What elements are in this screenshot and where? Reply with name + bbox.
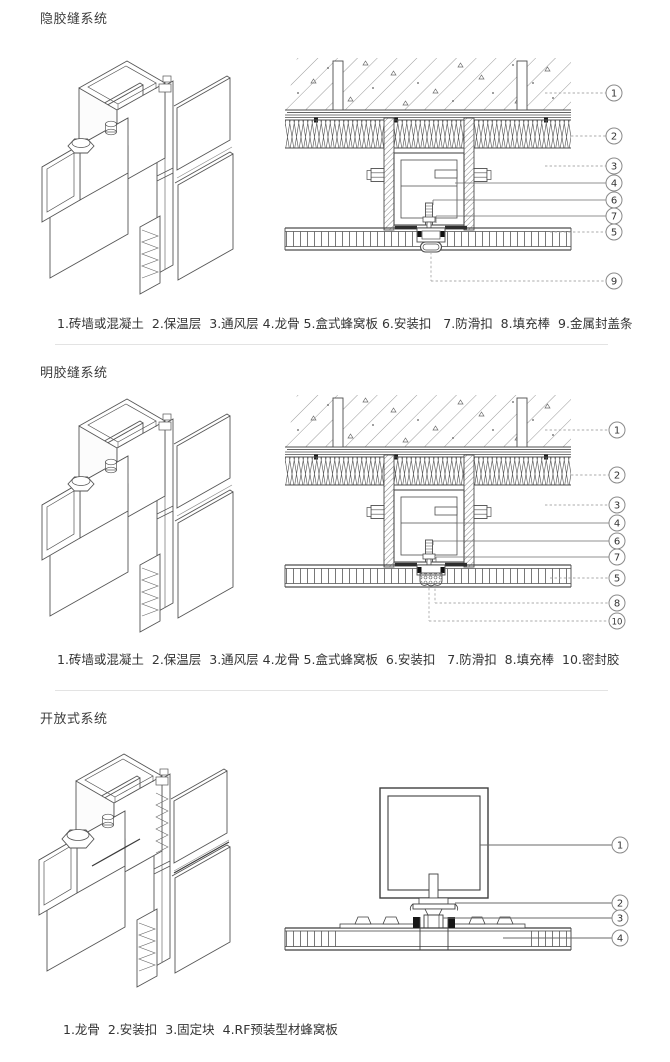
callout-number: 5 [614,574,620,585]
callout-number: 9 [611,277,617,288]
honeycomb-panel [285,231,417,247]
center-bolt [422,202,436,231]
hanger-bracket [463,117,475,231]
anchor-post [332,60,344,111]
fixing-block [423,914,444,929]
side-bolts [366,505,492,519]
honeycomb-panel [525,931,571,947]
callout-number: 4 [611,179,617,190]
callout-number: 4 [614,519,620,530]
leader-lines [428,429,609,622]
callout-number: 2 [614,471,620,482]
insulation-layer [285,457,571,485]
detail-drawing-exposed-seam: 1 2 3 4 6 7 5 8 10 [284,395,626,630]
side-bolts [366,168,492,182]
callout-number: 2 [611,132,617,143]
hanger-bracket [463,454,475,568]
hanger-bracket [383,117,395,231]
isometric-drawing-open-system [38,753,231,988]
callout-number: 2 [617,899,623,910]
callout-number: 3 [617,914,623,925]
anchor-post [516,60,528,111]
leader-lines [432,522,609,562]
leader-lines [443,844,612,939]
callout-number: 7 [611,212,617,223]
leader-lines [432,182,606,223]
legend-open-system: 1.龙骨 2.安装扣 3.固定块 4.RF预装型材蜂窝板 [63,1022,338,1037]
panel-edge-profile [339,916,526,950]
section-title-exposed-seam: 明胶缝系统 [40,366,108,381]
detail-drawing-open-system: 1 2 3 4 [284,787,629,951]
callout-number: 5 [611,228,617,239]
legend-exposed-seam: 1.砖墙或混凝土 2.保温层 3.通风层 4.龙骨 5.盒式蜂窝板 6.安装扣 … [57,652,620,667]
mounting-clip [409,897,459,916]
section-title-hidden-seam: 隐胶缝系统 [40,12,108,27]
section-title-open-system: 开放式系统 [40,712,108,727]
honeycomb-panel [445,231,571,247]
isometric-drawing-exposed-seam [41,398,234,633]
callout-number: 1 [611,89,617,100]
isometric-drawing-hidden-seam [41,60,234,295]
section-divider [55,344,608,345]
leader-lines [430,92,606,282]
callout-number: 3 [611,162,617,173]
callouts: 1 2 3 4 6 7 5 8 10 [608,421,626,630]
callout-number: 1 [617,841,623,852]
legend-hidden-seam: 1.砖墙或混凝土 2.保温层 3.通风层 4.龙骨 5.盒式蜂窝板 6.安装扣 … [57,316,633,331]
callout-number: 7 [614,553,620,564]
callout-number: 6 [614,537,620,548]
honeycomb-panel [445,568,571,584]
callout-number: 4 [617,934,623,945]
sealant-joint [419,572,443,587]
metal-cover-strip [419,241,443,253]
callout-number: 8 [614,599,620,610]
insulation-layer [285,120,571,148]
callout-number: 6 [611,196,617,207]
honeycomb-panel [285,568,417,584]
honeycomb-panel [285,931,340,947]
callouts: 1 2 3 4 6 7 5 9 [605,84,623,290]
section-divider [55,690,608,691]
anchor-post [332,397,344,448]
detail-drawing-hidden-seam: 1 2 3 4 6 7 5 9 [284,58,623,290]
callout-number: 10 [612,618,623,628]
callouts: 1 2 3 4 [611,836,629,947]
callout-number: 3 [614,501,620,512]
callout-number: 1 [614,426,620,437]
hanger-bracket [383,454,395,568]
anchor-post [516,397,528,448]
